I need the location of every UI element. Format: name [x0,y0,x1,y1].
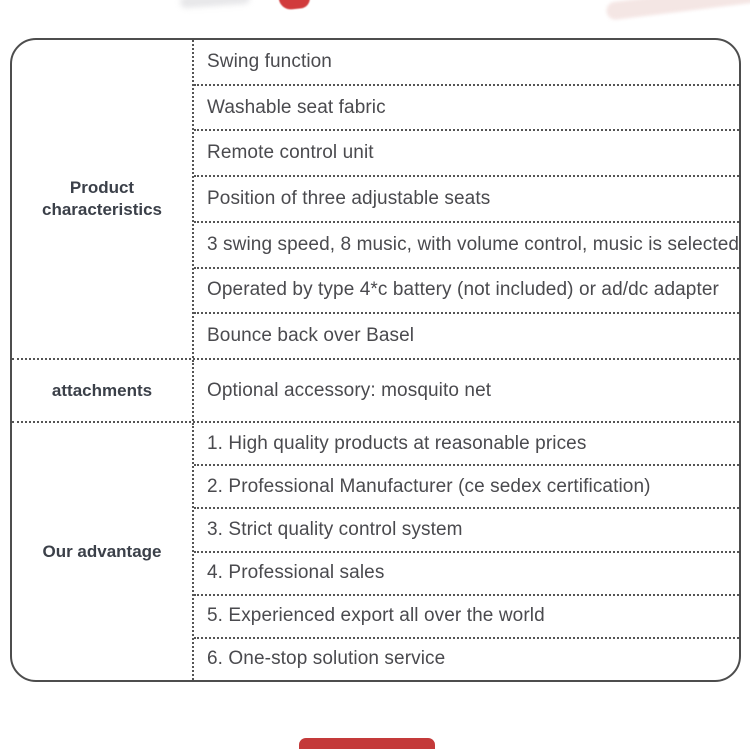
table-row: Remote control unit [194,129,739,175]
table-row: Operated by type 4*c battery (not includ… [194,266,739,313]
section-header: Product characteristics [12,40,194,358]
table-row: Swing function [207,50,332,72]
table-row: 3 swing speed, 8 music, with volume cont… [194,220,739,267]
table-row: 1. High quality products at reasonable p… [207,432,587,454]
table-row: Bounce back over Basel [194,312,739,358]
table-row: Position of three adjustable seats [194,175,739,221]
cropped-photo-fragment-bottom [299,738,435,749]
cropped-photo-fragment-top-left [179,0,251,9]
cropped-photo-fragment-top-center [278,0,311,11]
table-section: Our advantage 1. High quality products at… [12,421,739,680]
section-rows: 1. High quality products at reasonable p… [194,423,739,680]
section-header: Our advantage [12,423,194,680]
table-row: 6. One-stop solution service [194,636,739,680]
section-header: attachments [12,360,194,422]
table-row: 4. Professional sales [194,550,739,594]
table-row: 5. Experienced export all over the world [194,593,739,637]
table-row: 3. Strict quality control system [194,507,739,550]
table-row: Optional accessory: mosquito net [207,379,492,401]
cropped-photo-fragment-top-right [605,0,750,21]
table-row: 2. Professional Manufacturer (ce sedex c… [194,464,739,507]
section-rows: Optional accessory: mosquito net [194,360,739,421]
table-row: Washable seat fabric [194,83,739,130]
table-section: attachments Optional accessory: mosquito … [12,358,739,422]
